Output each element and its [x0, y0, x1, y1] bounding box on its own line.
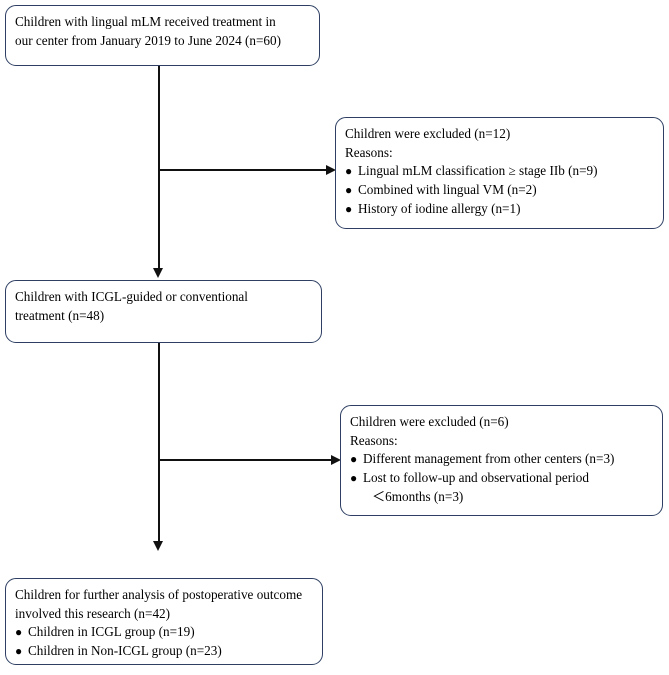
analysis-group-item: ● Children in Non-ICGL group (n=23): [15, 642, 313, 661]
bullet-icon: ●: [345, 201, 353, 216]
excluded-1-reason-text: History of iodine allergy (n=1): [358, 200, 521, 216]
bullet-icon: ●: [15, 644, 23, 659]
treatment-line-2: treatment (n=48): [15, 307, 105, 323]
excluded-1-reasons-label: Reasons:: [345, 144, 393, 160]
analysis-group-text: Children in Non-ICGL group (n=23): [28, 643, 222, 659]
node-excluded-first: Children were excluded (n=12) Reasons: ●…: [335, 117, 664, 229]
node-enrollment: Children with lingual mLM received treat…: [5, 5, 320, 66]
arrowhead-right-icon: [326, 164, 336, 175]
excluded-1-reason-item: ● Lingual mLM classification ≥ stage IIb …: [345, 162, 654, 181]
enrollment-line-2: our center from January 2019 to June 202…: [15, 32, 281, 48]
analysis-line-2: involved this research (n=42): [15, 605, 171, 621]
excluded-2-heading: Children were excluded (n=6): [350, 414, 509, 429]
connector-treatment-to-analysis: [158, 343, 161, 543]
excluded-2-reason-text: Lost to follow-up and observational peri…: [363, 470, 589, 486]
excluded-2-reasons-label: Reasons:: [350, 432, 398, 448]
arrowhead-right-icon: [331, 454, 341, 465]
bullet-icon: ●: [350, 471, 358, 486]
treatment-line-1: Children with ICGL-guided or conventiona…: [15, 289, 248, 304]
excluded-1-reason-item: ● Combined with lingual VM (n=2): [345, 181, 654, 200]
bullet-icon: ●: [350, 452, 358, 467]
connector-branch-excluded-1: [158, 169, 328, 172]
analysis-group-text: Children in ICGL group (n=19): [28, 624, 195, 640]
enrollment-line-1: Children with lingual mLM received treat…: [15, 14, 276, 29]
excluded-2-reason-item: ● Lost to follow-up and observational per…: [350, 469, 653, 488]
connector-branch-excluded-2: [158, 459, 333, 462]
bullet-icon: ●: [345, 183, 353, 198]
bullet-icon: ●: [15, 625, 23, 640]
excluded-1-reason-text: Lingual mLM classification ≥ stage IIb (…: [358, 163, 598, 179]
node-analysis: Children for further analysis of postope…: [5, 578, 323, 665]
excluded-1-reason-text: Combined with lingual VM (n=2): [358, 182, 537, 198]
excluded-1-reason-item: ● History of iodine allergy (n=1): [345, 200, 654, 219]
node-treatment: Children with ICGL-guided or conventiona…: [5, 280, 322, 343]
arrowhead-down-icon: [153, 541, 164, 551]
arrowhead-down-icon: [153, 268, 164, 278]
excluded-2-reason-text: Different management from other centers …: [363, 451, 615, 467]
analysis-group-item: ● Children in ICGL group (n=19): [15, 623, 313, 642]
analysis-line-1: Children for further analysis of postope…: [15, 587, 303, 602]
excluded-1-heading: Children were excluded (n=12): [345, 126, 511, 141]
node-excluded-second: Children were excluded (n=6) Reasons: ● D…: [340, 405, 663, 516]
bullet-icon: ●: [345, 164, 353, 179]
excluded-2-reason-item: ● Different management from other centers…: [350, 450, 653, 469]
excluded-2-reason-continuation: ＜6months (n=3): [372, 488, 464, 504]
